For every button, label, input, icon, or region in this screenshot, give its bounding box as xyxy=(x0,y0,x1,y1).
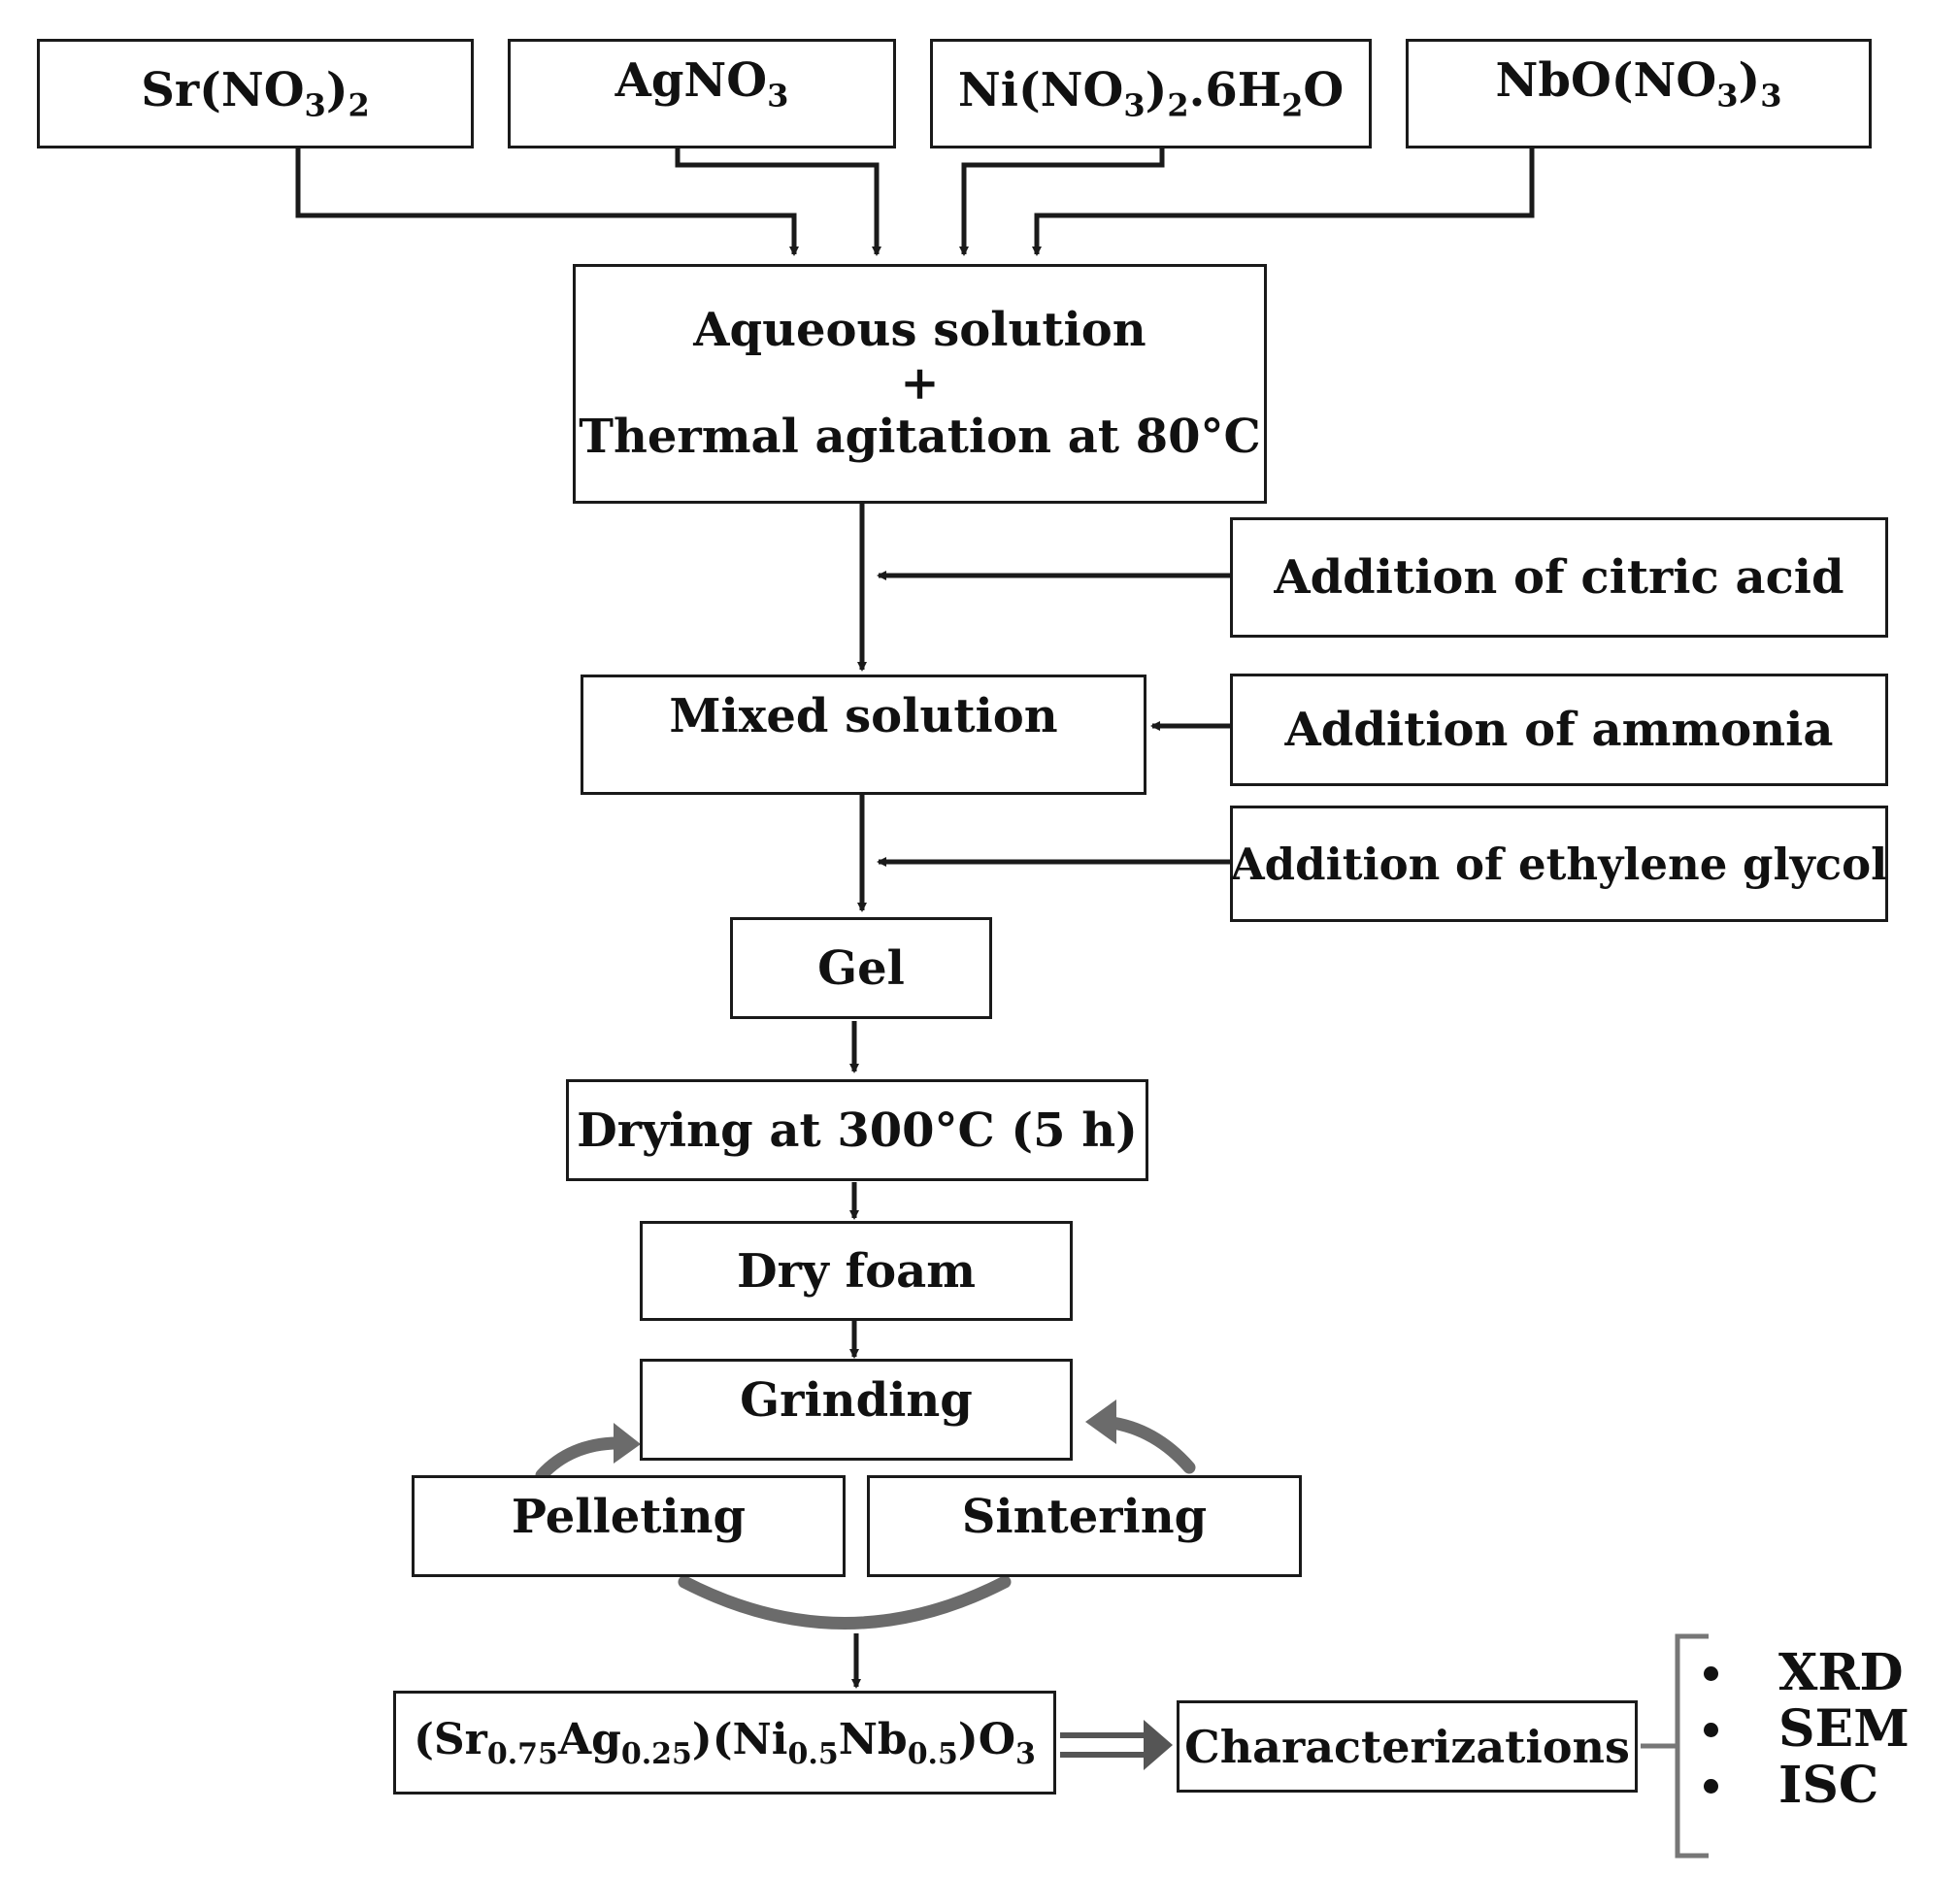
addition-citric-acid: Addition of citric acid xyxy=(1230,517,1888,638)
double-arrow-characterization xyxy=(1060,1720,1173,1770)
step-mixed-solution: Mixed solution xyxy=(581,675,1146,795)
feed-line-nb xyxy=(1032,148,1535,256)
bullet-icon xyxy=(1704,1665,1718,1681)
reagent-sr-nitrate: Sr(NO3)2 xyxy=(37,39,474,148)
characterization-methods: XRD SEM ISC xyxy=(1704,1645,1910,1814)
aqueous-solution-box: Aqueous solution + Thermal agitation at … xyxy=(573,264,1267,504)
aqueous-line-3: Thermal agitation at 80°C xyxy=(579,410,1261,465)
step-sintering: Sintering xyxy=(867,1475,1302,1577)
reagent-ni-nitrate: Ni(NO3)2.6H2O xyxy=(930,39,1372,148)
step-drying: Drying at 300°C (5 h) xyxy=(566,1079,1148,1181)
feed-line-ni xyxy=(959,148,1165,256)
reagent-nbo-nitrate: NbO(NO3)3 xyxy=(1406,39,1872,148)
step-grinding: Grinding xyxy=(640,1359,1073,1461)
addition-ammonia: Addition of ammonia xyxy=(1230,674,1888,786)
methods-bracket xyxy=(1641,1633,1709,1859)
cycle-arc-bottom xyxy=(678,1575,1012,1630)
product-compound: (Sr0.75Ag0.25)(Ni0.5Nb0.5)O3 xyxy=(393,1691,1056,1795)
aqueous-line-1: Aqueous solution xyxy=(693,302,1146,357)
bullet-icon xyxy=(1704,1722,1718,1737)
bullet-icon xyxy=(1704,1778,1718,1794)
step-pelleting: Pelleting xyxy=(412,1475,846,1577)
method-item: XRD xyxy=(1704,1645,1910,1701)
feed-line-ag xyxy=(675,148,881,256)
method-item: ISC xyxy=(1704,1758,1910,1814)
aqueous-line-2: + xyxy=(900,355,940,411)
method-item: SEM xyxy=(1704,1701,1910,1758)
step-gel: Gel xyxy=(730,917,992,1019)
step-dry-foam: Dry foam xyxy=(640,1221,1073,1321)
characterizations-box: Characterizations xyxy=(1177,1700,1638,1793)
cycle-head-pelleting xyxy=(614,1423,641,1464)
cycle-arc-pelleting xyxy=(535,1436,633,1482)
addition-ethylene-glycol: Addition of ethylene glycol xyxy=(1230,806,1888,922)
feed-line-sr xyxy=(295,148,799,256)
cycle-head-sintering xyxy=(1085,1400,1116,1444)
cycle-arc-sintering xyxy=(1098,1415,1196,1474)
reagent-ag-nitrate: AgNO3 xyxy=(508,39,896,148)
